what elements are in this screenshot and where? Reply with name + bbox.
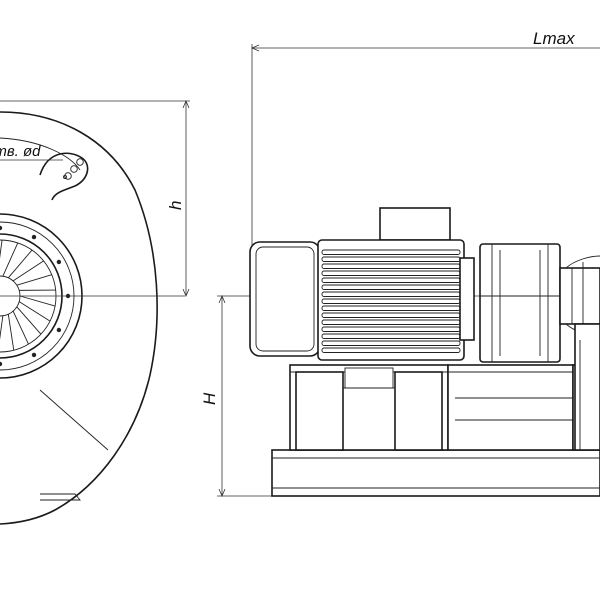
impeller-blade xyxy=(7,314,15,351)
bolt xyxy=(0,225,3,231)
cooling-fin xyxy=(321,340,461,346)
impeller-blade xyxy=(0,315,4,341)
impeller-blade xyxy=(16,306,42,335)
fan-front-view xyxy=(0,100,190,525)
housing-foot xyxy=(40,493,81,501)
impeller-blade xyxy=(16,274,52,286)
dimension-h: h xyxy=(166,99,190,298)
housing-inner-outline xyxy=(0,137,81,171)
impeller-blade xyxy=(18,301,51,322)
bolt xyxy=(56,259,62,265)
shaft-bearing xyxy=(559,255,600,451)
motor-body xyxy=(317,239,465,361)
flange-holes xyxy=(63,158,84,180)
inlet-bolts xyxy=(0,225,71,367)
impeller-blade xyxy=(0,239,3,259)
motor-fan-cover xyxy=(249,241,321,357)
holes-annotation: отв. ød xyxy=(0,143,63,161)
H-label: H xyxy=(200,392,219,405)
impeller-blade xyxy=(19,295,56,307)
bolt xyxy=(56,327,62,333)
cooling-fin xyxy=(321,249,461,255)
bolt xyxy=(31,234,37,240)
impeller-blade xyxy=(12,310,29,345)
base-frame xyxy=(271,449,600,497)
holes-label: отв. ød xyxy=(0,143,41,160)
electric-motor xyxy=(249,207,475,361)
motor-pedestal xyxy=(289,364,449,451)
lmax-label: Lmax xyxy=(533,29,575,48)
dimension-lmax: Lmax xyxy=(250,29,600,245)
housing-seam xyxy=(39,389,109,451)
motor-flange xyxy=(459,257,475,341)
outlet-tongue xyxy=(39,152,89,201)
cooling-fin xyxy=(321,347,461,353)
bolt xyxy=(31,352,37,358)
terminal-box xyxy=(379,207,451,241)
impeller-blade xyxy=(2,242,19,277)
coupling-housing xyxy=(479,243,561,363)
h-label: h xyxy=(166,201,185,210)
bolt xyxy=(0,361,3,367)
impeller-blade xyxy=(7,249,33,279)
impeller-blade xyxy=(12,260,44,282)
